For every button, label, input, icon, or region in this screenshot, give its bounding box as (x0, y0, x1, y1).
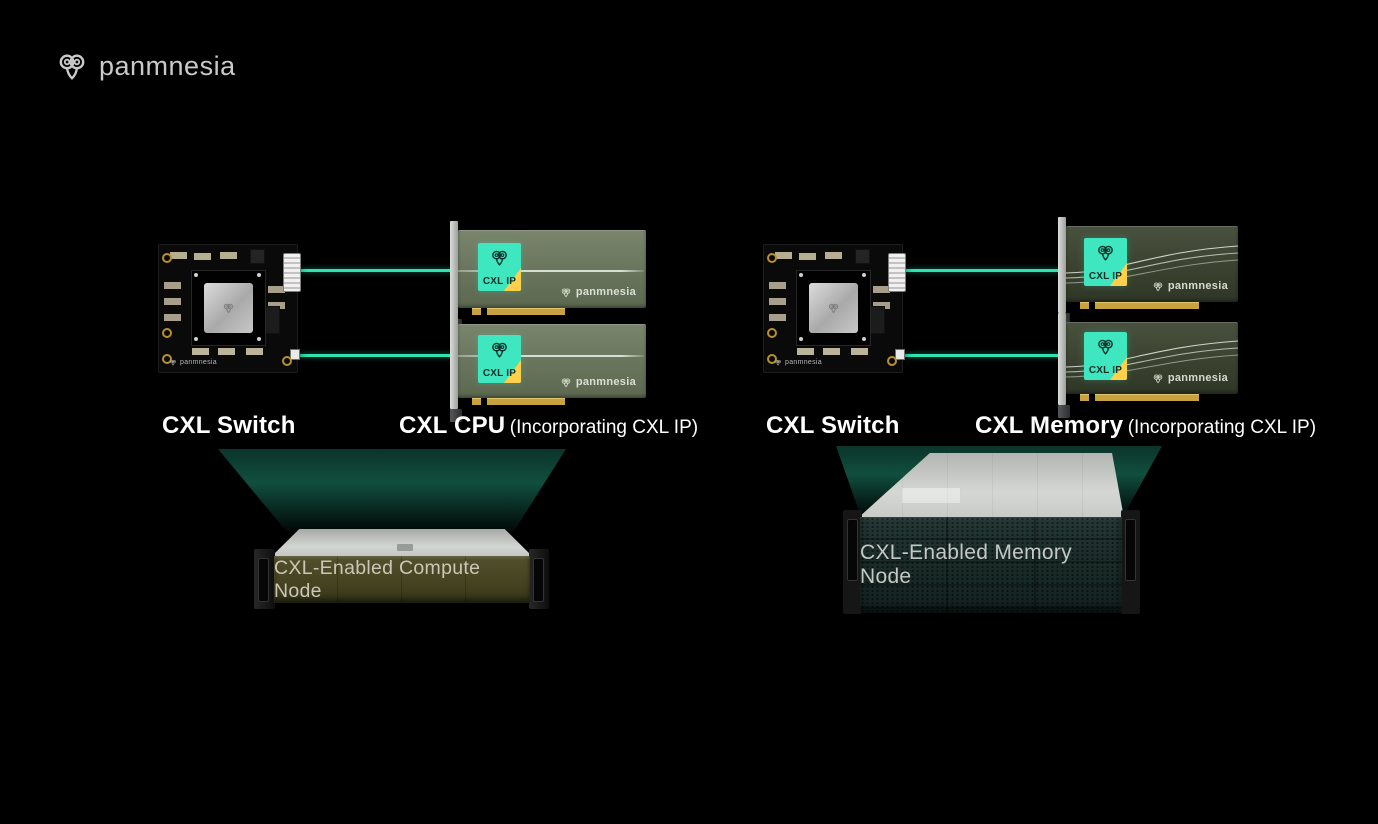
panmnesia-logo-icon (560, 377, 572, 388)
memory-node-label: CXL-Enabled Memory Node (860, 541, 1072, 588)
panmnesia-logo-icon (489, 340, 510, 359)
panmnesia-logo-icon (1095, 243, 1116, 262)
ic-chip (855, 249, 870, 264)
mounting-hole (162, 328, 172, 338)
mounting-hole (282, 356, 292, 366)
card-bracket (450, 221, 462, 332)
switch-asic-socket (796, 270, 871, 346)
card-bracket (450, 315, 462, 422)
mounting-hole (162, 354, 172, 364)
cxl-ip-chip: CXL IP (1084, 332, 1127, 380)
switch-asic-socket (191, 270, 266, 346)
rack-ear-left (254, 549, 275, 609)
mounting-hole (767, 328, 777, 338)
card-trace-line (458, 270, 644, 272)
compute-node-top (272, 529, 532, 556)
smd-components (775, 252, 792, 259)
card-brand: panmnesia (1152, 280, 1228, 292)
pcie-edge-fingers (1095, 394, 1199, 401)
cable-connector (888, 253, 906, 292)
card-brand: panmnesia (560, 376, 636, 388)
ic-chip (250, 249, 265, 264)
pcie-edge-fingers (472, 308, 481, 315)
cxl-ip-chip: CXL IP (478, 243, 521, 291)
cxl-memory-card-1: CXL IP panmnesia (1058, 217, 1238, 326)
brand-name: panmnesia (99, 50, 236, 81)
mounting-hole (767, 354, 777, 364)
cxl-ip-chip: CXL IP (478, 335, 521, 383)
panmnesia-logo-icon (827, 302, 840, 314)
pcie-edge-fingers (487, 308, 565, 315)
cxl-switch-board-right: panmnesia (763, 244, 906, 373)
memory-node-front: CXL-Enabled Memory Node (860, 517, 1122, 613)
cxl-cpu-card-2: CXL IP panmnesia (450, 315, 646, 422)
panmnesia-logo-icon (1095, 337, 1116, 356)
cxl-link-right-1 (901, 269, 1061, 272)
cxl-cpu-card-1: CXL IP panmnesia (450, 221, 646, 332)
brand-logo: panmnesia (54, 50, 236, 82)
board-silkscreen: panmnesia (169, 359, 217, 366)
panmnesia-logo-icon (560, 287, 572, 298)
panmnesia-logo-icon (222, 302, 235, 314)
cxl-ip-chip: CXL IP (1084, 238, 1127, 286)
rack-ear-right (529, 549, 549, 609)
switch-asic-die (809, 283, 858, 333)
rack-ear-left (843, 510, 862, 614)
cable-connector (290, 349, 300, 360)
panmnesia-logo-icon (169, 359, 177, 366)
cxl-memory-card-2: CXL IP panmnesia (1058, 313, 1238, 418)
caption-cxl-switch-right: CXL Switch (766, 412, 900, 439)
switch-asic-die (204, 283, 253, 333)
pcie-edge-fingers (1095, 302, 1199, 309)
caption-cxl-memory: CXL Memory (Incorporating CXL IP) (975, 412, 1317, 439)
pcie-edge-fingers (1080, 302, 1089, 309)
panmnesia-logo-icon (1152, 281, 1164, 292)
caption-cxl-cpu: CXL CPU (Incorporating CXL IP) (399, 412, 699, 439)
mounting-hole (887, 356, 897, 366)
panmnesia-logo-icon (1152, 373, 1164, 384)
compute-node-label: CXL-Enabled Compute Node (274, 556, 481, 602)
mounting-hole (162, 253, 172, 263)
socket-screws (799, 273, 803, 277)
mounting-hole (767, 253, 777, 263)
panmnesia-logo-icon (489, 248, 510, 267)
pcie-edge-fingers (487, 398, 565, 405)
rack-ear-right (1121, 510, 1140, 614)
pcie-edge-fingers (1080, 394, 1089, 401)
cxl-link-right-2 (901, 354, 1061, 357)
card-trace-line (458, 355, 644, 357)
panmnesia-logo-icon (774, 359, 782, 366)
projection-beam-left (218, 449, 566, 537)
cable-connector (283, 253, 301, 292)
card-brand: panmnesia (1152, 372, 1228, 384)
cxl-link-left-2 (296, 354, 461, 357)
cxl-link-left-1 (296, 269, 461, 272)
compute-node-front: CXL-Enabled Compute Node (274, 556, 530, 603)
card-bracket (1058, 217, 1070, 326)
card-bracket (1058, 313, 1070, 418)
panmnesia-logo-icon (54, 50, 90, 82)
cable-connector (895, 349, 905, 360)
card-brand: panmnesia (560, 286, 636, 298)
board-silkscreen: panmnesia (774, 359, 822, 366)
pcie-edge-fingers (472, 398, 481, 405)
cxl-switch-board-left: panmnesia (158, 244, 301, 373)
smd-components (170, 252, 187, 259)
socket-screws (194, 273, 198, 277)
caption-cxl-switch-left: CXL Switch (162, 412, 296, 439)
